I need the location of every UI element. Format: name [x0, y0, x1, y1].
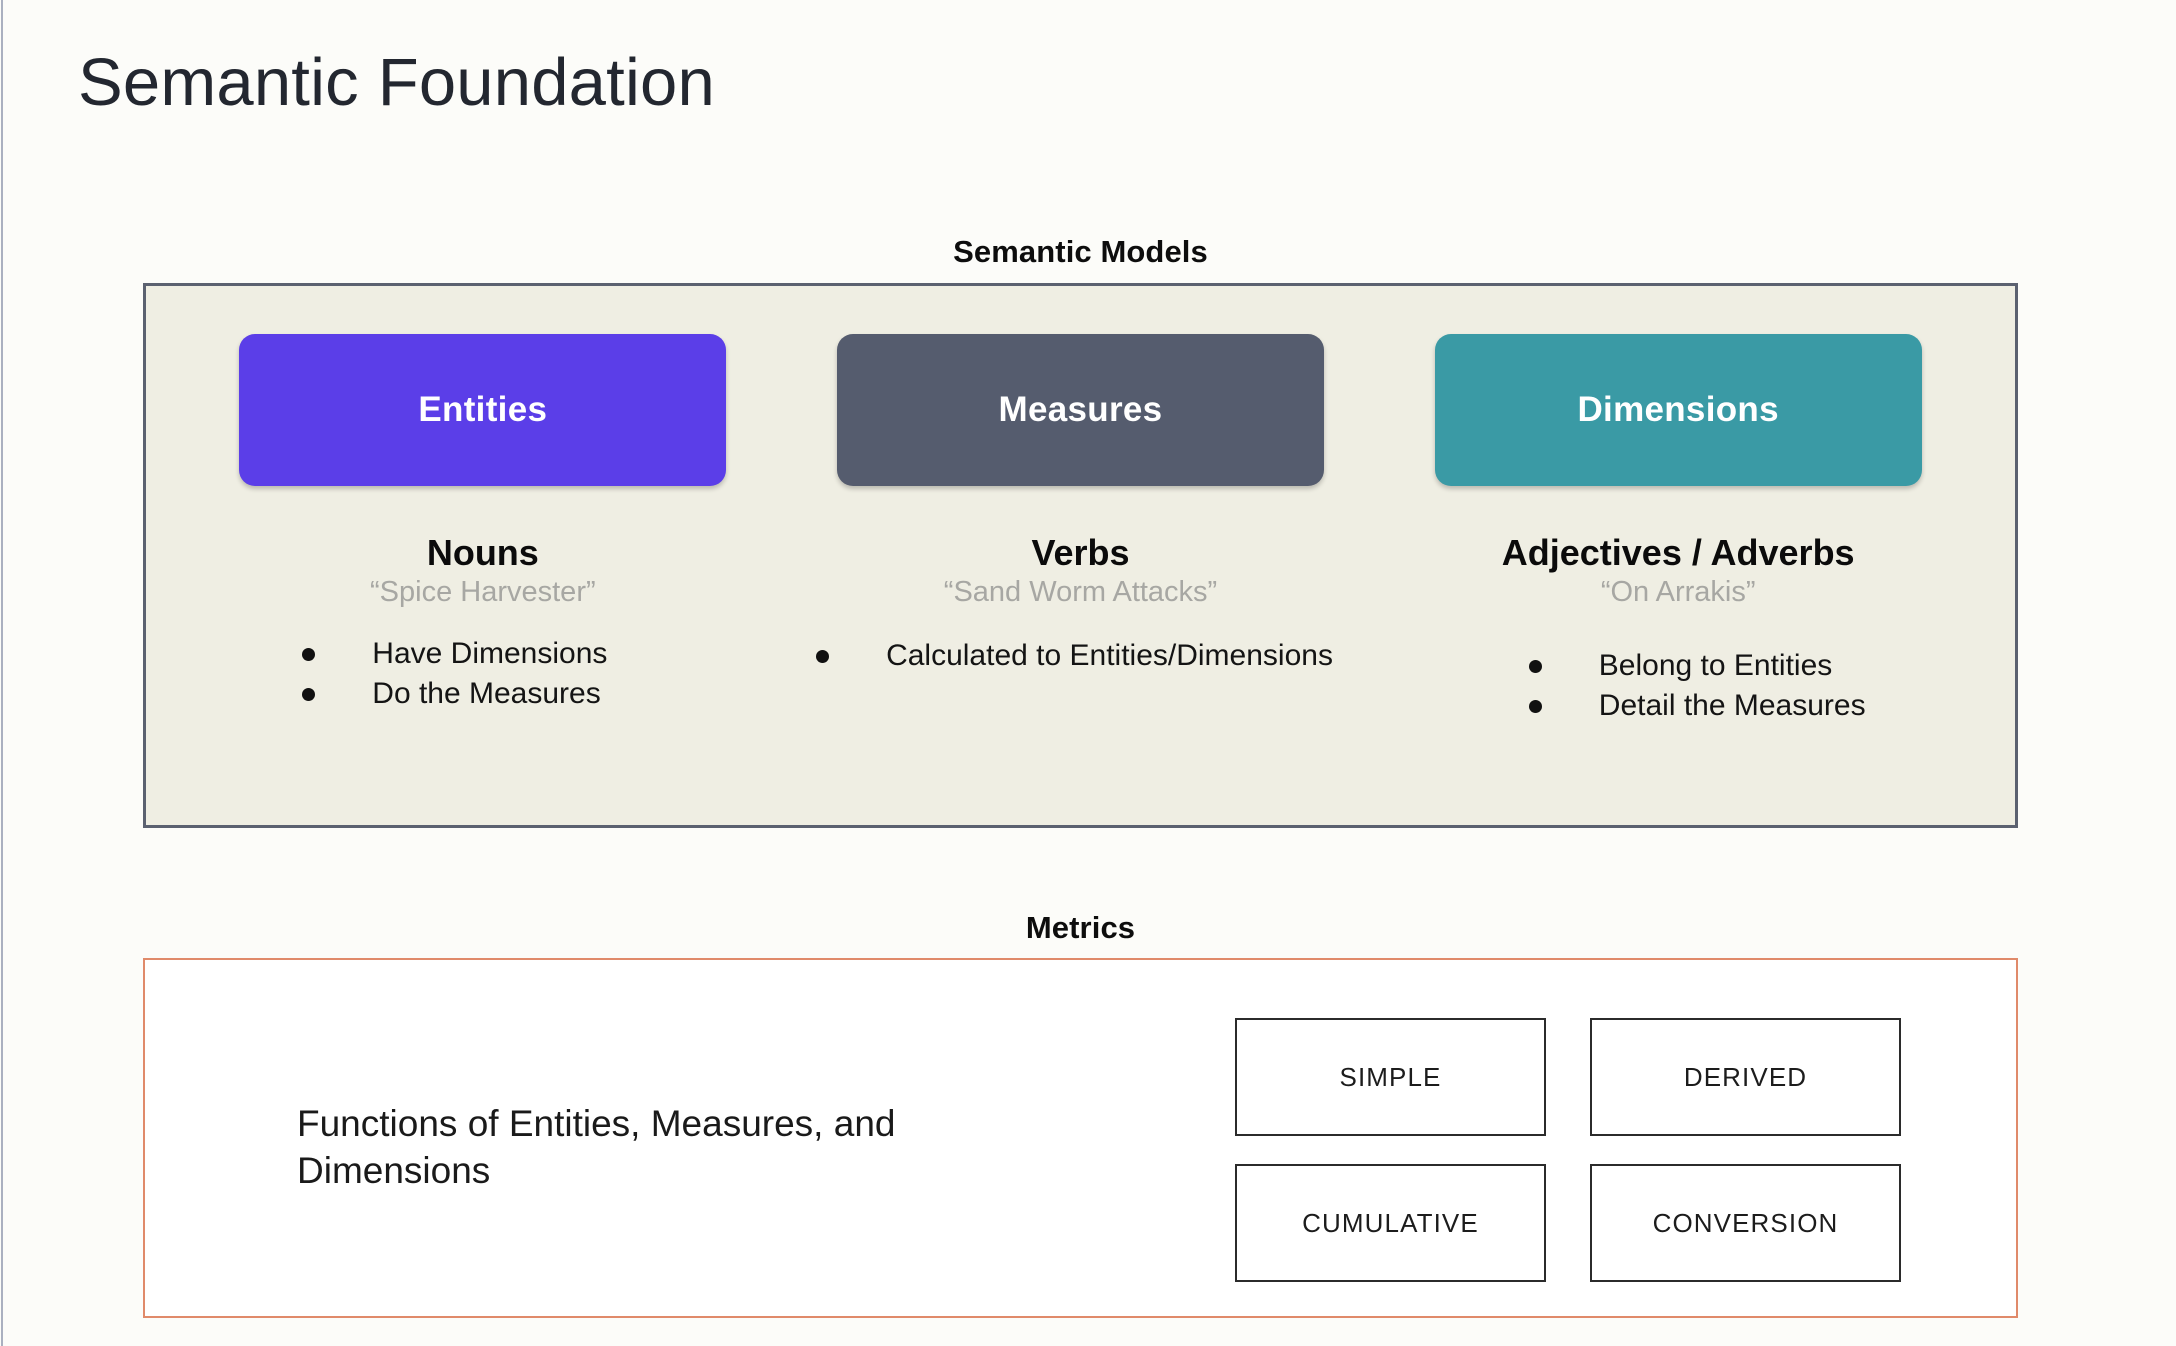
entities-bullet-2: Do the Measures [372, 677, 601, 711]
dimensions-bullet-list: Belong to Entities Detail the Measures [1528, 647, 1866, 728]
model-column-measures: Measures Verbs “Sand Worm Attacks” Calcu… [782, 334, 1380, 677]
metric-type-conversion[interactable]: CONVERSION [1590, 1164, 1901, 1282]
list-item: Detail the Measures [1528, 687, 1866, 725]
metrics-description: Functions of Entities, Measures, and Dim… [297, 1103, 896, 1192]
semantic-models-columns: Entities Nouns “Spice Harvester” Have Di… [146, 286, 2015, 825]
model-column-dimensions: Dimensions Adjectives / Adverbs “On Arra… [1379, 334, 1977, 728]
metrics-caption: Metrics [1025, 910, 1136, 945]
measures-bullet-1: Calculated to Entities/Dimensions [886, 638, 1333, 672]
entities-bullet-list: Have Dimensions Do the Measures [302, 635, 607, 716]
bullet-dot-icon [1528, 659, 1542, 673]
list-item: Do the Measures [302, 675, 607, 713]
dimensions-bullet-1: Belong to Entities [1598, 648, 1833, 682]
metrics-panel: Functions of Entities, Measures, and Dim… [143, 958, 2018, 1318]
bullet-dot-icon [302, 688, 316, 702]
dimensions-example-quote: “On Arrakis” [1600, 575, 1756, 608]
bullet-dot-icon [816, 649, 830, 663]
slide-left-edge-rule [1, 0, 3, 1346]
page-title: Semantic Foundation [78, 45, 715, 120]
dimensions-pill[interactable]: Dimensions [1434, 334, 1922, 486]
entities-heading: Nouns [426, 532, 539, 573]
bullet-dot-icon [1528, 700, 1542, 714]
semantic-models-caption: Semantic Models [953, 234, 1208, 269]
measures-example-quote: “Sand Worm Attacks” [943, 575, 1218, 608]
entities-pill[interactable]: Entities [239, 334, 727, 486]
metric-type-derived[interactable]: DERIVED [1590, 1018, 1901, 1136]
metric-type-simple[interactable]: SIMPLE [1235, 1018, 1546, 1136]
measures-bullet-list: Calculated to Entities/Dimensions [816, 637, 1333, 677]
model-column-entities: Entities Nouns “Spice Harvester” Have Di… [184, 334, 782, 716]
measures-heading: Verbs [1031, 532, 1130, 573]
bullet-dot-icon [302, 647, 316, 661]
metric-type-cumulative[interactable]: CUMULATIVE [1235, 1164, 1546, 1282]
dimensions-heading: Adjectives / Adverbs [1501, 532, 1855, 573]
dimensions-bullet-2: Detail the Measures [1598, 689, 1866, 723]
list-item: Belong to Entities [1528, 647, 1866, 685]
metrics-type-grid: SIMPLE DERIVED CUMULATIVE CONVERSION [1235, 1018, 1901, 1282]
measures-pill[interactable]: Measures [837, 334, 1324, 486]
semantic-models-panel: Entities Nouns “Spice Harvester” Have Di… [143, 283, 2018, 828]
entities-example-quote: “Spice Harvester” [370, 575, 596, 608]
list-item: Calculated to Entities/Dimensions [816, 637, 1333, 675]
list-item: Have Dimensions [302, 635, 607, 673]
entities-bullet-1: Have Dimensions [372, 636, 608, 670]
